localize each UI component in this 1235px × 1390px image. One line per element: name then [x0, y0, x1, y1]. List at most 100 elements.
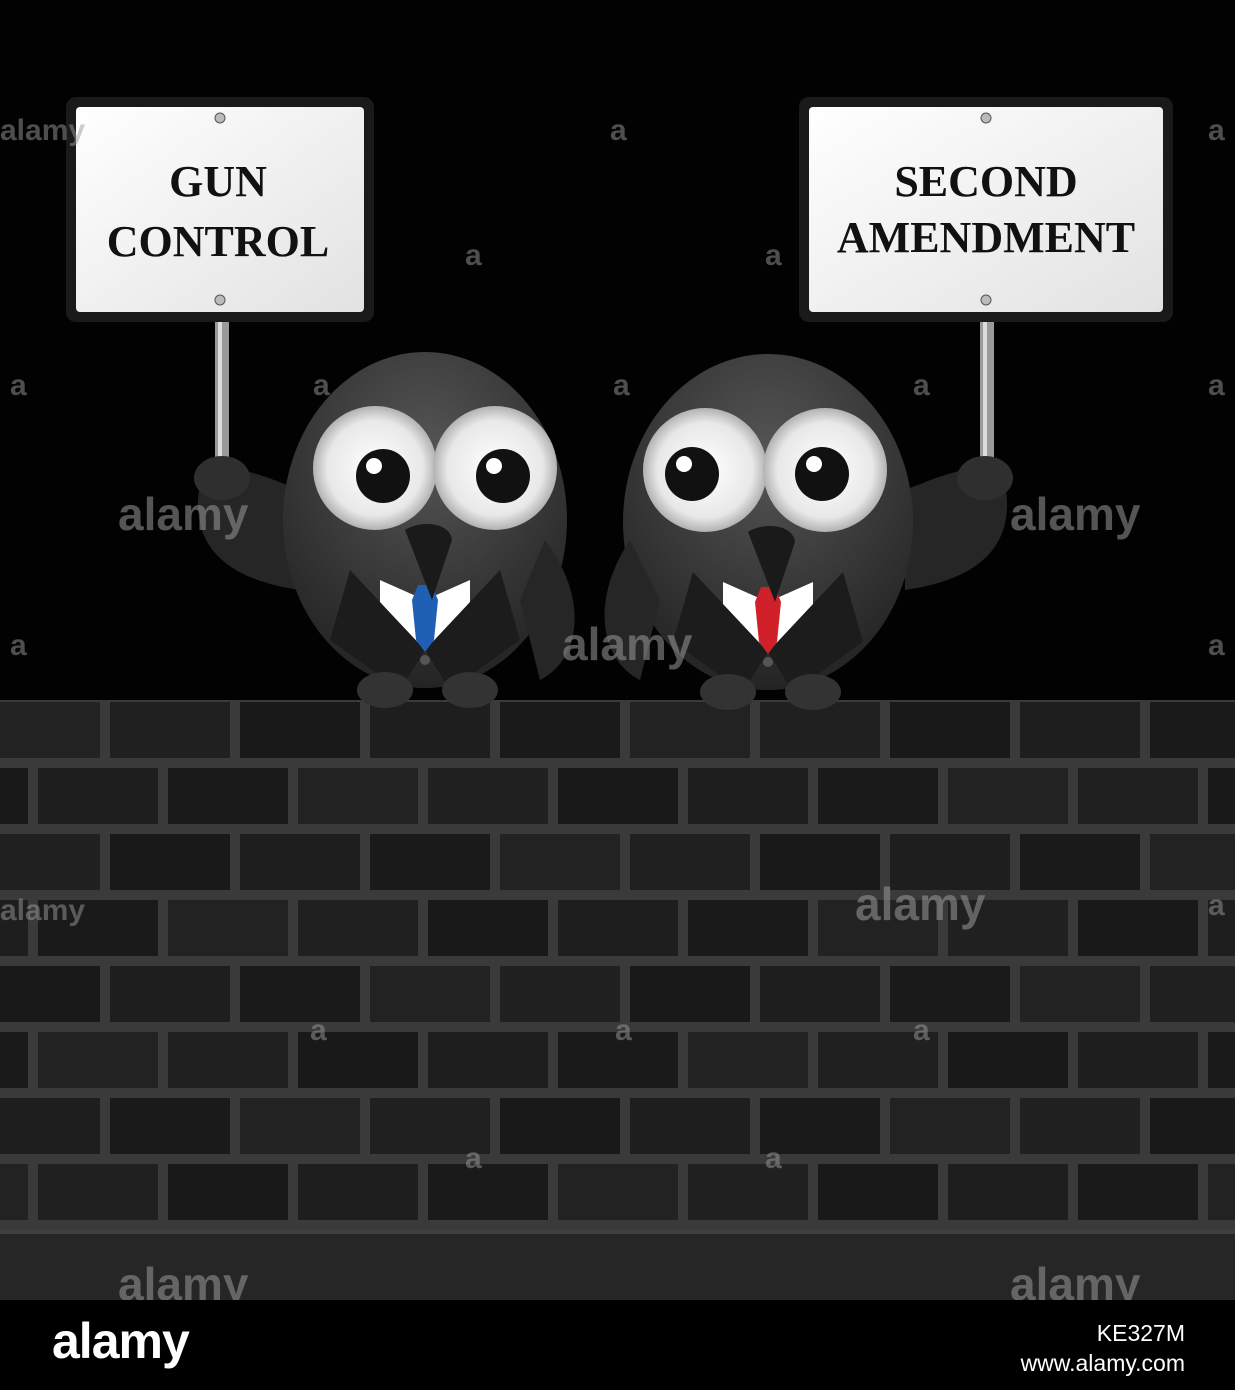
sign-gun-control: GUN CONTROL: [66, 97, 374, 540]
brick: [630, 834, 750, 890]
watermark-glyph: a: [610, 114, 627, 147]
watermark-glyph: a: [1208, 629, 1225, 662]
brick: [558, 1032, 678, 1088]
bird-left-tie: [412, 585, 438, 652]
brick: [760, 702, 880, 758]
bird-left-hand: [194, 456, 250, 500]
brick: [1078, 900, 1198, 956]
wall-base: [0, 1232, 1235, 1300]
bird-left-beak: [405, 524, 452, 600]
brick: [630, 966, 750, 1022]
watermark: alamy: [1010, 1258, 1141, 1300]
bird-left-foot: [357, 672, 413, 708]
site-url: www.alamy.com: [1020, 1350, 1185, 1376]
bird-left-foot: [442, 672, 498, 708]
brick: [370, 702, 490, 758]
scene-svg: GUN CONTROL SECOND AMENDMENT: [0, 97, 1235, 1300]
sign-left-line2: CONTROL: [107, 217, 329, 266]
button-icon: [763, 657, 773, 667]
screw-icon: [980, 294, 992, 306]
footer-bar: [0, 1300, 1235, 1390]
brick: [760, 1098, 880, 1154]
wall-base-edge: [0, 1230, 1235, 1234]
brick: [240, 834, 360, 890]
watermark-glyph: a: [1208, 114, 1225, 147]
bird-left: [194, 352, 575, 708]
watermark-glyph: a: [913, 1014, 930, 1047]
brick: [948, 768, 1068, 824]
brick: [0, 966, 100, 1022]
sign-right-line1: SECOND: [894, 157, 1077, 206]
watermark-glyph: a: [10, 629, 27, 662]
watermark: alamy: [0, 894, 85, 927]
bird-right: [604, 354, 1013, 710]
brick: [890, 1098, 1010, 1154]
brick: [1020, 834, 1140, 890]
brick: [168, 900, 288, 956]
brick: [948, 1032, 1068, 1088]
brick: [688, 768, 808, 824]
brick: [890, 966, 1010, 1022]
bird-right-beak: [748, 526, 795, 602]
brick: [760, 966, 880, 1022]
bird-right-foot: [785, 674, 841, 710]
brick: [558, 768, 678, 824]
brick: [1208, 768, 1235, 824]
brick: [168, 768, 288, 824]
brick: [0, 702, 100, 758]
watermark: alamy: [1010, 488, 1141, 540]
brick-wall: [0, 700, 1235, 1300]
brick: [630, 702, 750, 758]
brick: [1208, 1164, 1235, 1220]
brick: [298, 900, 418, 956]
brick: [38, 1164, 158, 1220]
watermark: alamy: [118, 488, 249, 540]
sign-right-board: [809, 107, 1163, 312]
brick: [110, 966, 230, 1022]
brick: [1150, 1098, 1235, 1154]
brick: [0, 834, 100, 890]
brick: [1208, 1032, 1235, 1088]
screw-icon: [214, 294, 226, 306]
brick: [168, 1032, 288, 1088]
brick: [1078, 1032, 1198, 1088]
brick: [110, 834, 230, 890]
bird-right-foot: [700, 674, 756, 710]
brick: [38, 768, 158, 824]
brick: [688, 1032, 808, 1088]
brick: [1020, 1098, 1140, 1154]
screw-icon: [980, 112, 992, 124]
brick-rows: [0, 702, 1235, 1220]
watermark-glyph: a: [615, 1014, 632, 1047]
brick: [558, 1164, 678, 1220]
brick: [948, 1164, 1068, 1220]
watermark-layer: alamy alamy alamy alamy alamy alamy alam…: [0, 114, 1225, 1300]
watermark-glyph: a: [765, 239, 782, 272]
brick: [1078, 768, 1198, 824]
brick: [1020, 702, 1140, 758]
brick: [818, 1164, 938, 1220]
brick: [760, 834, 880, 890]
brick: [240, 966, 360, 1022]
brick: [1020, 966, 1140, 1022]
brick: [240, 1098, 360, 1154]
watermark-glyph: a: [313, 369, 330, 402]
brick: [110, 1098, 230, 1154]
brick: [0, 1164, 28, 1220]
brick: [818, 900, 938, 956]
brick: [110, 702, 230, 758]
illustration: GUN CONTROL SECOND AMENDMENT: [0, 97, 1235, 1300]
brick: [500, 702, 620, 758]
brick: [688, 1164, 808, 1220]
brick: [428, 900, 548, 956]
screw-icon: [214, 112, 226, 124]
brick: [630, 1098, 750, 1154]
watermark: alamy: [562, 618, 693, 670]
brick: [1078, 1164, 1198, 1220]
watermark-glyph: a: [465, 239, 482, 272]
brick: [0, 1098, 100, 1154]
brick: [1150, 702, 1235, 758]
brick: [818, 1032, 938, 1088]
brick: [370, 834, 490, 890]
brick: [500, 834, 620, 890]
